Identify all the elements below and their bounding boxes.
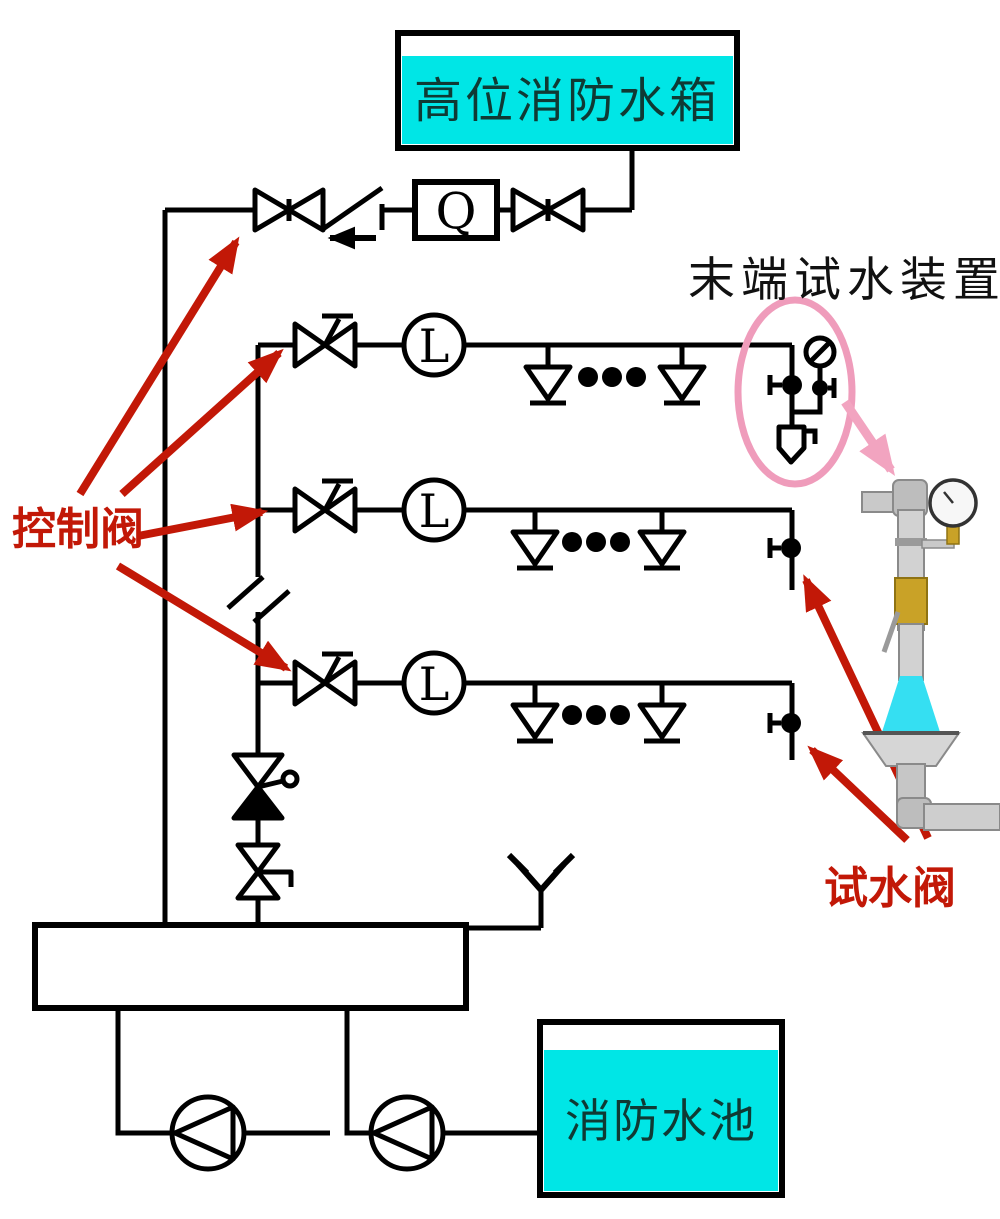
signal-valve-branch1 xyxy=(292,313,358,369)
gate-valve-riser xyxy=(235,842,294,901)
end-test-device-label: 末端试水装置 xyxy=(688,253,1000,308)
signal-valve-branch2 xyxy=(292,478,358,534)
fire-pool: 消防水池 xyxy=(537,1019,785,1198)
brass-valve-body xyxy=(894,577,928,625)
tank-label: 高位消防水箱 xyxy=(414,73,720,129)
tank-water xyxy=(402,56,733,144)
test-valve-branch3 xyxy=(767,713,801,733)
arrow-to-branch3-valve xyxy=(115,562,292,672)
test-valve-branch2 xyxy=(767,538,801,558)
gate-valve-top-left xyxy=(252,187,326,233)
flow-indicator-branch1: L xyxy=(401,312,467,378)
red-annotation-arrows xyxy=(76,236,932,843)
fire-department-connection xyxy=(506,852,576,892)
flow-indicator-branch2: L xyxy=(401,477,467,543)
sprinklers-branch2 xyxy=(510,510,687,571)
control-valve-label: 控制阀 xyxy=(12,504,144,555)
arrow-to-branch1-valve xyxy=(119,348,284,497)
test-valve-label: 试水阀 xyxy=(824,863,956,914)
pool-water xyxy=(544,1050,778,1191)
pipe-break-symbol xyxy=(226,575,291,624)
water-jet xyxy=(882,676,940,732)
end-test-device-photo xyxy=(861,478,1000,831)
fire-pump-2 xyxy=(368,1094,446,1172)
sprinklers-branch1 xyxy=(523,345,707,406)
drain-funnel xyxy=(861,732,961,767)
flow-indicator-letter: L xyxy=(419,484,450,538)
arrow-to-branch2-valve xyxy=(137,503,269,540)
end-test-device-symbol xyxy=(767,335,837,465)
gate-valve-top-right xyxy=(510,187,586,233)
highlight-ellipse xyxy=(734,296,856,488)
flow-indicator-branch3: L xyxy=(401,650,467,716)
fire-pump-1 xyxy=(169,1094,247,1172)
pump-manifold xyxy=(32,922,469,1011)
drain-pipe xyxy=(923,803,1000,831)
flow-meter-letter: Q xyxy=(436,182,477,240)
flow-indicator-letter: L xyxy=(419,319,450,373)
high-level-fire-tank: 高位消防水箱 xyxy=(395,30,740,151)
arrow-to-top-valve xyxy=(76,236,240,497)
alarm-check-valve xyxy=(231,752,300,821)
signal-valve-branch3 xyxy=(292,651,358,707)
valve-handle xyxy=(881,611,901,653)
pink-arrow xyxy=(841,399,896,476)
pool-label: 消防水池 xyxy=(565,1094,757,1148)
flow-indicator-letter: L xyxy=(419,657,450,711)
sprinklers-branch3 xyxy=(510,683,687,744)
check-valve xyxy=(321,185,385,250)
pipework xyxy=(115,148,795,1136)
arrow-to-test-valve3 xyxy=(807,745,910,843)
flow-meter: Q xyxy=(412,179,500,241)
